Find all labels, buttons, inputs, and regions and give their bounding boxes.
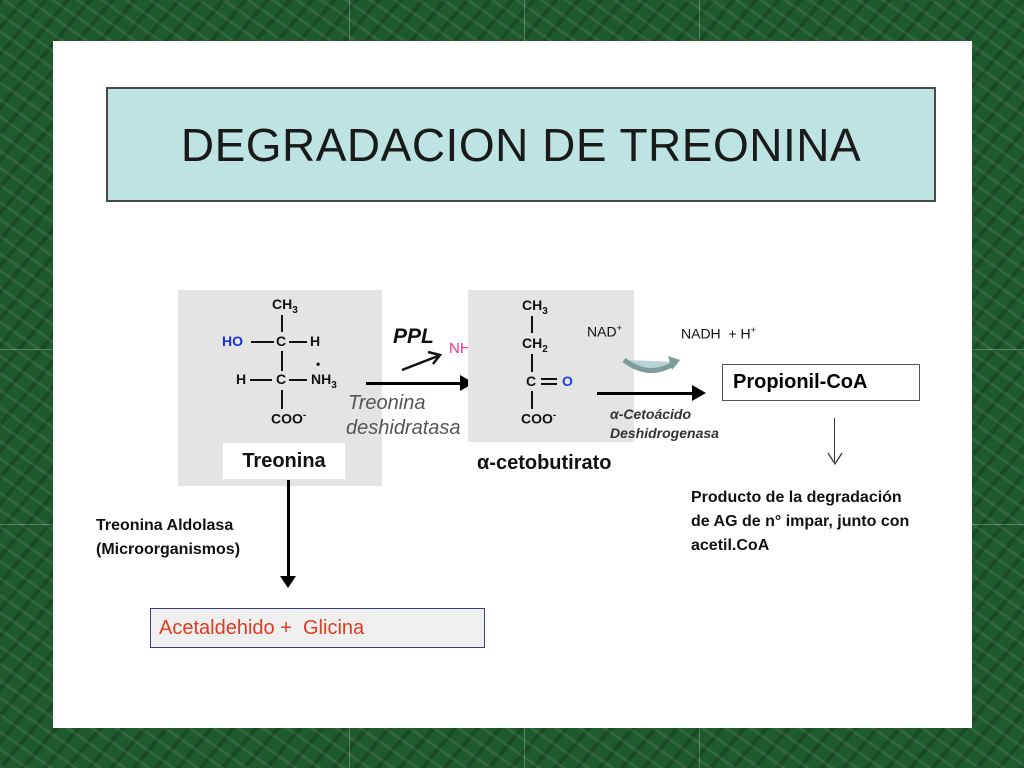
treonina-nh3: NH3 — [311, 371, 337, 391]
bond — [281, 390, 283, 409]
bond — [531, 354, 533, 372]
ceto-oxygen: O — [562, 373, 573, 389]
bond — [541, 383, 557, 385]
nadh-label: NADH + H+ — [681, 325, 756, 342]
nh3-release-arrow — [401, 350, 443, 372]
treonina-h1: H — [310, 333, 321, 349]
bond — [251, 341, 274, 343]
propionil-coa-box: Propionil-CoA — [722, 364, 920, 401]
bond — [250, 379, 272, 381]
enzyme-cetoacido: α-Cetoácido — [610, 406, 692, 422]
cetobutirato-label: α-cetobutirato — [477, 452, 612, 474]
bond — [289, 341, 307, 343]
treonina-label: Treonina — [223, 443, 345, 479]
producto-note-line: acetil.CoA — [691, 537, 770, 554]
propionil-coa-label: Propionil-CoA — [733, 371, 868, 393]
enzyme-treonina: Treonina — [348, 392, 426, 414]
enzyme-deshidratasa: deshidratasa — [346, 417, 461, 439]
aldolasa-arrow-line — [287, 480, 290, 578]
bond — [281, 351, 283, 371]
producto-note-line: Producto de la degradación — [691, 489, 902, 506]
reaction-arrow-head — [692, 385, 706, 401]
title-box: DEGRADACION DE TREONINA — [106, 87, 936, 202]
reaction-arrow — [366, 382, 462, 385]
treonina-h2: H — [236, 371, 247, 387]
cofactor-curved-arrow — [622, 356, 680, 373]
acetaldehido-glicina-label: Acetaldehido + Glicina — [159, 616, 365, 639]
ceto-coo: COO- — [521, 410, 557, 427]
aldolasa-arrow-head — [280, 576, 296, 588]
bond — [289, 379, 307, 381]
reaction-arrow — [597, 392, 693, 395]
ceto-c: C — [526, 373, 537, 389]
aldolasa-label-line: (Microorganismos) — [96, 541, 241, 558]
treonina-dot: • — [316, 357, 321, 371]
treonina-c1: C — [276, 333, 287, 349]
page-title: DEGRADACION DE TREONINA — [180, 118, 862, 171]
nad-label: NAD+ — [587, 323, 622, 340]
producto-note: Producto de la degradación de AG de n° i… — [691, 486, 909, 558]
bond — [531, 391, 533, 409]
aldolasa-label-line: Treonina Aldolasa — [96, 517, 234, 534]
note-arrow-line — [834, 418, 835, 462]
treonina-c2: C — [276, 371, 287, 387]
ppl-label: PPL — [393, 325, 434, 348]
enzyme-deshidrogenasa: Deshidrogenasa — [610, 425, 719, 441]
producto-note-line: de AG de n° impar, junto con — [691, 513, 910, 530]
treonina-coo: COO- — [271, 410, 307, 427]
treonina-hydroxyl: HO — [222, 333, 243, 349]
note-arrow-head — [827, 452, 843, 466]
ceto-ch3: CH3 — [522, 297, 548, 317]
bond — [281, 315, 283, 332]
acetaldehido-glicina-box: Acetaldehido + Glicina — [150, 608, 485, 648]
aldolasa-label: Treonina Aldolasa (Microorganismos) — [96, 514, 240, 562]
treonina-ch3: CH3 — [272, 296, 298, 316]
bond — [531, 316, 533, 333]
bond — [541, 378, 557, 380]
ceto-ch2: CH2 — [522, 335, 548, 355]
cetobutirato-panel — [468, 290, 634, 442]
